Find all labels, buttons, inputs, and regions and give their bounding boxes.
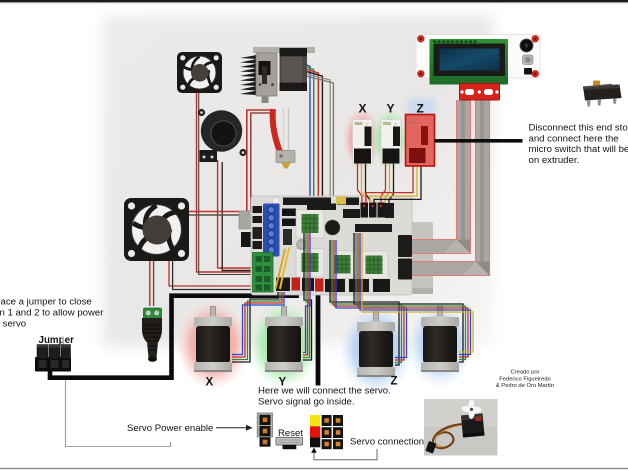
svg-text:Creado por: Creado por xyxy=(510,370,539,376)
svg-text:Servo signal go inside.: Servo signal go inside. xyxy=(258,397,355,408)
svg-text:Disconnect this end stop: Disconnect this end stop xyxy=(529,123,628,134)
svg-text:Z: Z xyxy=(391,376,398,388)
svg-text:on extruder.: on extruder. xyxy=(529,155,580,166)
svg-text:Servo Power enable: Servo Power enable xyxy=(127,423,213,434)
svg-text:Servo connection: Servo connection xyxy=(350,437,424,448)
svg-text:to servo: to servo xyxy=(0,319,26,330)
svg-text:Place a jumper to close: Place a jumper to close xyxy=(0,297,92,308)
svg-text:Reset: Reset xyxy=(278,428,303,439)
svg-text:X: X xyxy=(206,376,214,388)
svg-text:Z: Z xyxy=(417,102,424,116)
svg-text:pin 1 and 2 to allow power: pin 1 and 2 to allow power xyxy=(0,308,104,319)
svg-text:X: X xyxy=(359,102,367,116)
svg-text:Here we will connect the servo: Here we will connect the servo. xyxy=(258,386,391,397)
svg-text:Y: Y xyxy=(387,102,395,116)
svg-text:and connect here the: and connect here the xyxy=(529,133,619,144)
svg-text:Federico Figueiredo: Federico Figueiredo xyxy=(499,376,551,382)
svg-text:Y: Y xyxy=(279,377,287,389)
svg-text:Jumper: Jumper xyxy=(39,335,75,346)
svg-text:micro switch that will be: micro switch that will be xyxy=(529,144,628,155)
svg-text:& Pedro de Oro Martín: & Pedro de Oro Martín xyxy=(496,383,554,389)
